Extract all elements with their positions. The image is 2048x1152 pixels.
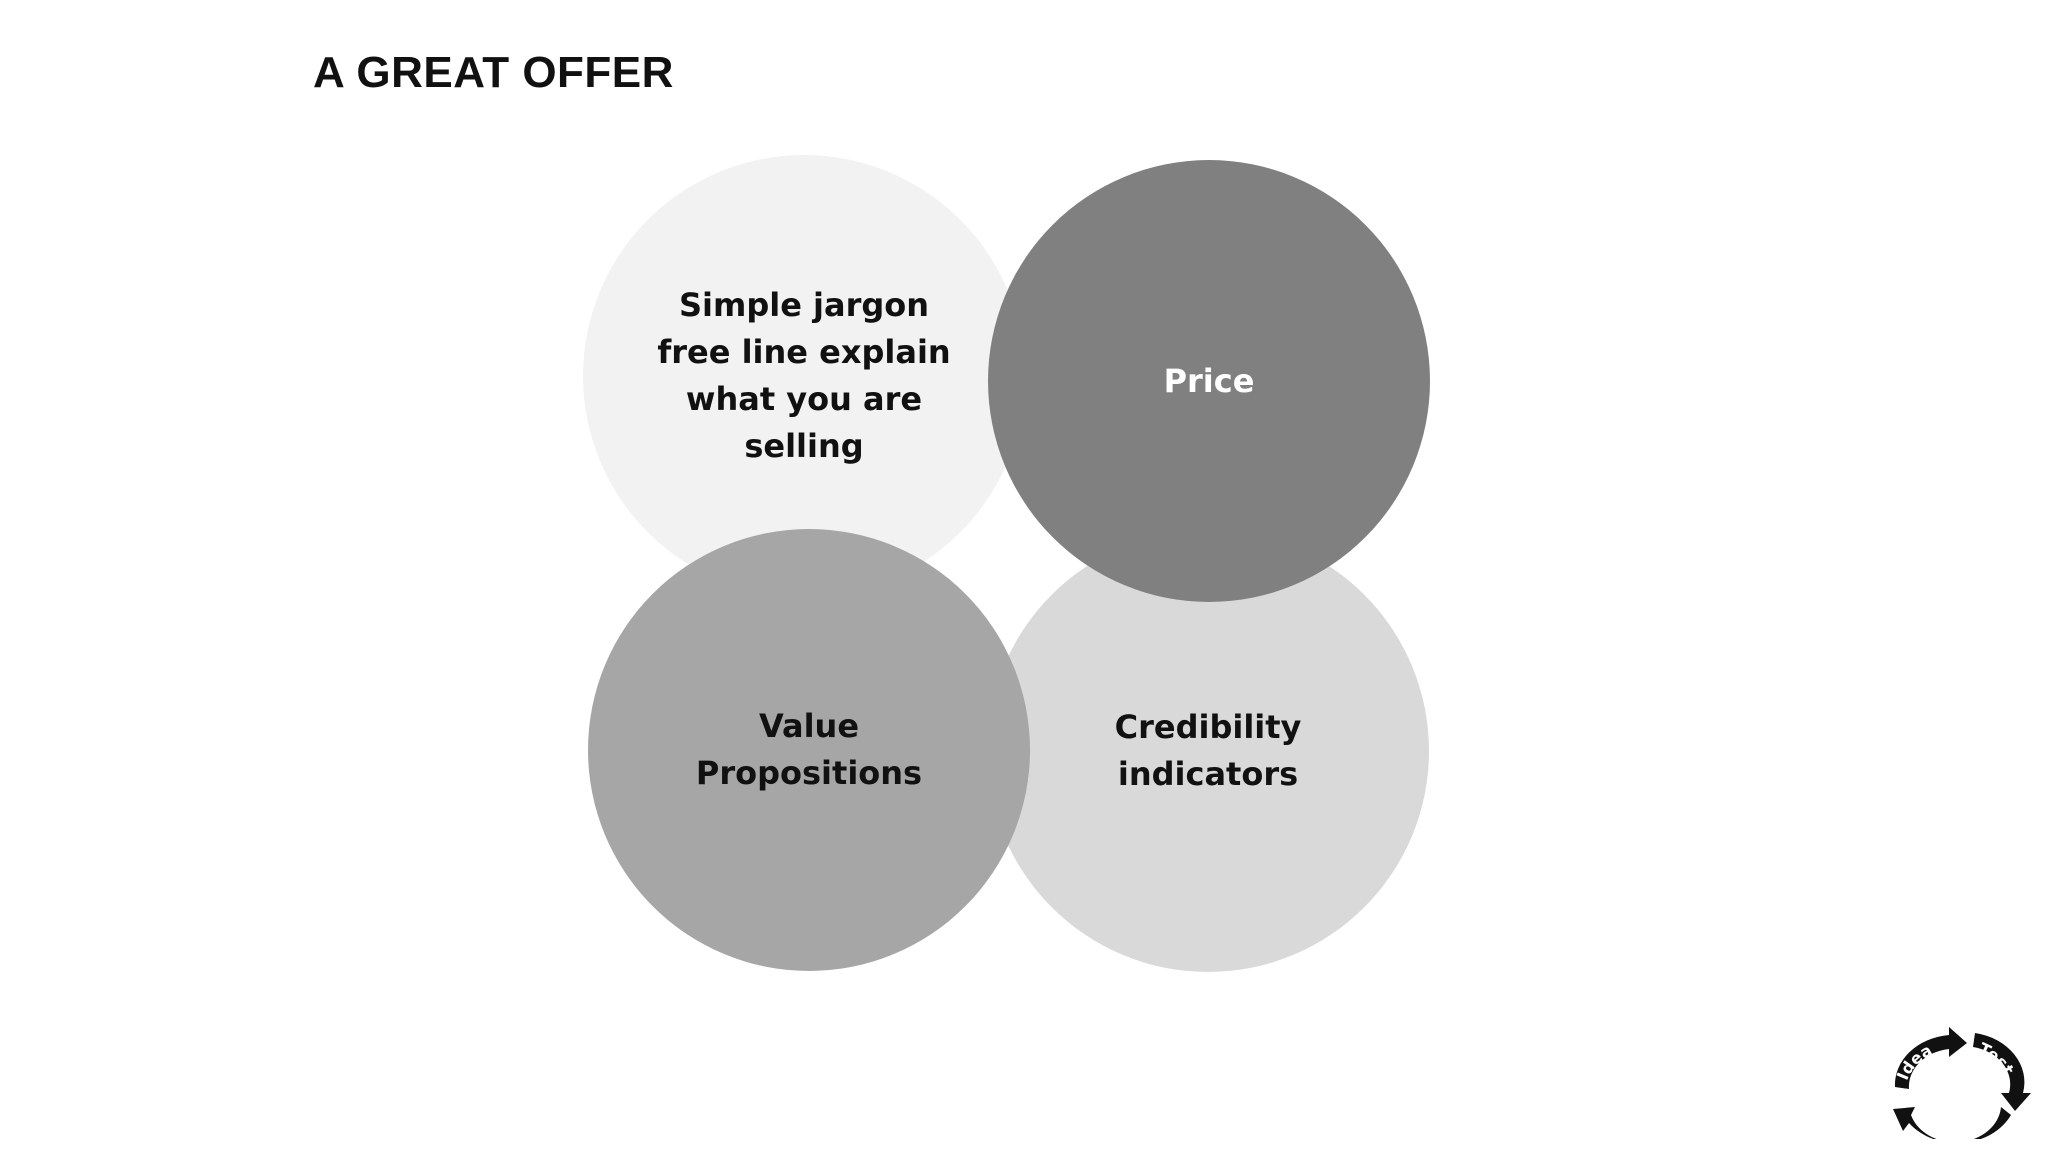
price-circle: Price — [988, 160, 1430, 602]
value-propositions-circle: Value Propositions — [588, 529, 1030, 971]
offer-description-circle: Simple jargon free line explain what you… — [583, 155, 1025, 597]
offer-description-label: Simple jargon free line explain what you… — [657, 286, 951, 465]
logo-word-start: Start — [1936, 1118, 1980, 1140]
logo-word-idea: Idea — [1893, 1040, 1935, 1082]
svg-text:Idea: Idea — [1893, 1040, 1935, 1082]
svg-text:Start: Start — [1936, 1118, 1980, 1139]
price-label: Price — [1163, 361, 1255, 400]
credibility-indicators-label: Credibility indicators — [1114, 708, 1302, 793]
slide-title: A GREAT OFFER — [313, 48, 674, 97]
cycle-arrows-icon: Idea Test Start — [1893, 1027, 2031, 1144]
value-propositions-label: Value Propositions — [695, 707, 923, 792]
credibility-indicators-circle: Credibility indicators — [987, 530, 1429, 972]
idea-test-start-logo: Idea Test Start — [1883, 1023, 2031, 1144]
